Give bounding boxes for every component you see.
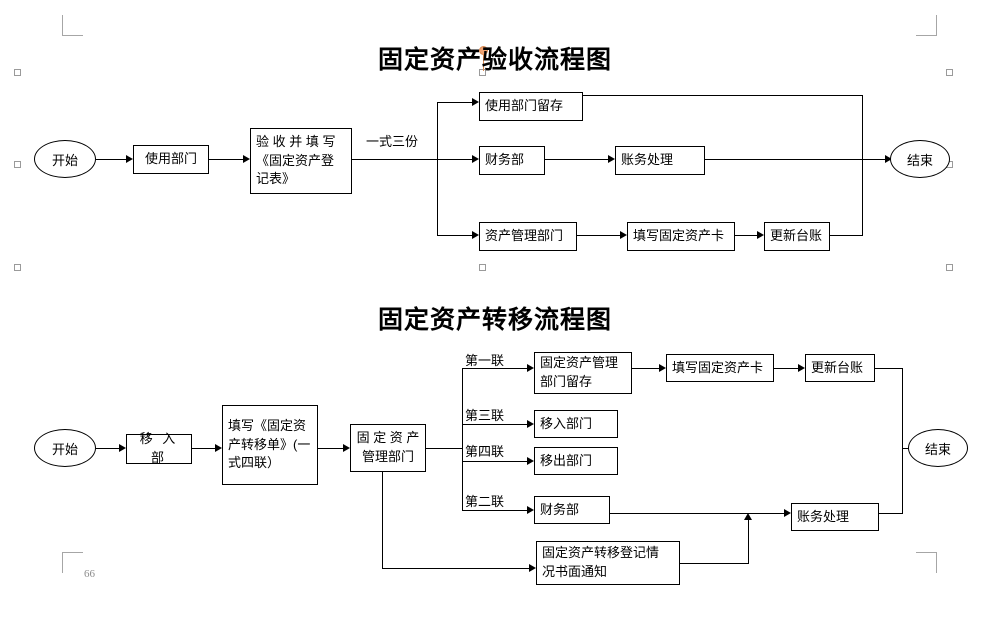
chart2-edge-form-to-asset-mgmt — [318, 448, 344, 449]
chart1-edge-card-to-ledger — [735, 235, 758, 236]
chart1-node-end[interactable]: 结束 — [890, 140, 950, 178]
chart2-bus-vertical — [462, 368, 463, 510]
selection-handle-top-right[interactable] — [946, 69, 953, 76]
chart1-node-use-dept-keep[interactable]: 使用部门留存 — [479, 92, 583, 121]
chart2-node-end[interactable]: 结束 — [908, 429, 968, 467]
chart2-arrowhead-move-in-department — [527, 420, 534, 428]
chart1-title: 固定资产验收流程图 — [378, 47, 613, 74]
chart2-node-finance-dept[interactable]: 财务部 — [534, 496, 610, 524]
chart2-arrowhead-fill-transfer-form — [215, 444, 222, 452]
chart2-node-fill-transfer-form[interactable]: 填写《固定资 产转移单》(一 式四联） — [222, 405, 318, 485]
chart2-edge-notice-to-riser — [680, 563, 748, 564]
chart1-edge-bus-to-use-dept-keep — [437, 102, 473, 103]
chart1-edge-bus-to-finance — [437, 159, 473, 160]
chart2-label-copy-4: 第四联 — [465, 444, 505, 459]
chart2-edge-move-in-to-form — [192, 448, 216, 449]
chart2-node-move-in-dept[interactable]: 移 入 部 — [126, 431, 192, 465]
chart1-node-start[interactable]: 开始 — [34, 140, 96, 178]
chart2-edge-asset-mgmt-to-bus — [426, 448, 463, 449]
selection-handle-bottom-right[interactable] — [946, 264, 953, 271]
chart2-arrowhead-fill-asset-card — [659, 364, 666, 372]
chart1-label-three-copies: 一式三份 — [366, 134, 419, 149]
chart2-edge-asset-keep-to-card — [632, 368, 660, 369]
chart2-edge-bus-to-asset-keep — [462, 368, 528, 369]
chart1-arrowhead-asset-mgmt — [472, 231, 479, 239]
chart2-node-account-process[interactable]: 账务处理 — [791, 503, 879, 531]
chart1-bus-vertical — [437, 102, 438, 235]
chart2-edge-finance-to-account-process — [610, 513, 785, 514]
chart2-arrowhead-notice-merge — [744, 513, 752, 520]
chart1-node-accept-and-fill[interactable]: 验 收 并 填 写 《固定资产登 记表》 — [250, 128, 352, 194]
chart1-arrowhead-account-process — [608, 155, 615, 163]
chart2-collector-vertical — [902, 368, 903, 514]
chart1-edge-start-to-use-dept — [96, 159, 127, 160]
chart2-edge-bus-to-move-out-department — [462, 461, 528, 462]
chart2-label-copy-3: 第三联 — [465, 408, 505, 423]
chart2-arrowhead-asset-mgmt-keep — [527, 364, 534, 372]
selection-handle-top-center[interactable] — [479, 69, 486, 76]
chart1-edge-ledger-to-collector — [830, 235, 863, 236]
chart2-edge-asset-mgmt-down — [382, 472, 383, 568]
page-corner-mark-top-left — [62, 15, 83, 36]
chart1-node-asset-mgmt-dept[interactable]: 资产管理部门 — [479, 222, 577, 251]
chart1-arrowhead-end — [885, 155, 892, 163]
chart2-edge-notice-riser — [748, 520, 749, 564]
chart1-edge-asset-mgmt-to-card — [577, 235, 621, 236]
chart1-arrowhead-finance — [472, 155, 479, 163]
selection-handle-bottom-center[interactable] — [479, 264, 486, 271]
chart2-node-move-out-department[interactable]: 移出部门 — [534, 447, 618, 475]
chart2-arrowhead-move-out-department — [527, 457, 534, 465]
chart2-node-asset-mgmt-dept[interactable]: 固 定 资 产 管理部门 — [350, 424, 426, 472]
chart2-title: 固定资产转移流程图 — [378, 307, 613, 334]
selection-handle-middle-left[interactable] — [14, 161, 21, 168]
chart1-arrowhead-use-dept-keep — [472, 98, 479, 106]
chart2-edge-bus-to-move-in-department — [462, 424, 528, 425]
chart1-edge-account-to-collector — [705, 159, 863, 160]
chart1-node-account-process[interactable]: 账务处理 — [615, 146, 705, 175]
chart1-arrowhead-fill-asset-card — [620, 231, 627, 239]
chart2-edge-card-to-ledger — [774, 368, 799, 369]
chart2-edge-down-to-notice — [382, 568, 530, 569]
selection-handle-top-left[interactable] — [14, 69, 21, 76]
chart2-node-written-notice[interactable]: 固定资产转移登记情 况书面通知 — [536, 541, 680, 585]
chart1-node-finance-dept[interactable]: 财务部 — [479, 146, 545, 175]
chart2-node-move-in-department[interactable]: 移入部门 — [534, 410, 618, 438]
selection-handle-bottom-left[interactable] — [14, 264, 21, 271]
page-corner-mark-bottom-left — [62, 552, 83, 573]
chart2-label-copy-1: 第一联 — [465, 353, 505, 368]
chart1-collector-vertical — [862, 95, 863, 236]
page-number: 66 — [84, 568, 95, 580]
chart1-edge-use-dept-to-accept — [209, 159, 244, 160]
chart2-arrowhead-finance-dept — [527, 506, 534, 514]
chart2-edge-start-to-move-in — [96, 448, 120, 449]
chart1-edge-bus-to-asset-mgmt — [437, 235, 473, 236]
chart2-node-update-ledger[interactable]: 更新台账 — [805, 354, 875, 382]
chart2-edge-account-to-collector — [879, 513, 902, 514]
rotation-handle[interactable] — [479, 46, 488, 55]
chart2-label-copy-2: 第二联 — [465, 494, 505, 509]
page-corner-mark-top-right — [916, 15, 937, 36]
chart1-node-use-dept[interactable]: 使用部门 — [133, 145, 209, 174]
chart1-edge-collector-to-end — [862, 159, 886, 160]
chart1-node-fill-asset-card[interactable]: 填写固定资产卡 — [627, 222, 735, 251]
chart1-edge-finance-to-account — [545, 159, 609, 160]
chart1-arrowhead-update-ledger — [757, 231, 764, 239]
chart1-node-update-ledger[interactable]: 更新台账 — [764, 222, 830, 251]
rotation-handle-stem — [483, 53, 484, 71]
chart2-arrowhead-update-ledger — [798, 364, 805, 372]
chart1-arrowhead-start-to-use-dept — [126, 155, 133, 163]
chart1-arrowhead-use-dept-to-accept — [243, 155, 250, 163]
chart2-arrowhead-asset-mgmt-dept — [343, 444, 350, 452]
chart2-arrowhead-account-process — [784, 509, 791, 517]
chart2-edge-ledger-to-collector — [875, 368, 902, 369]
chart1-edge-accept-to-bus — [352, 159, 437, 160]
chart2-node-fill-asset-card[interactable]: 填写固定资产卡 — [666, 354, 774, 382]
chart2-edge-bus-to-finance — [462, 510, 528, 511]
chart2-node-start[interactable]: 开始 — [34, 429, 96, 467]
chart2-node-asset-mgmt-keep[interactable]: 固定资产管理 部门留存 — [534, 352, 632, 394]
chart2-arrowhead-move-in-dept — [119, 444, 126, 452]
page-corner-mark-bottom-right — [916, 552, 937, 573]
chart2-arrowhead-written-notice — [529, 564, 536, 572]
chart1-edge-use-dept-keep-to-collector — [583, 95, 863, 96]
